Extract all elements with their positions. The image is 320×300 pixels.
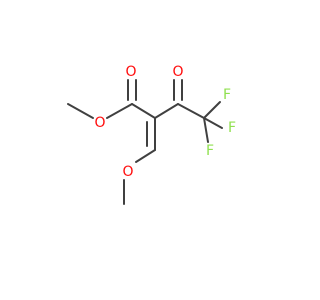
atom-f-top: F [223, 87, 231, 103]
atom-o-methoxy: O [122, 164, 133, 180]
bond-ketone-to-cf3 [177, 103, 205, 119]
bond-vinyl-to-o-methoxy [135, 149, 156, 163]
bond-o-ester-carbon [106, 103, 133, 119]
bond-c-f-bottom [203, 117, 209, 143]
atom-f-bottom: F [206, 143, 214, 159]
bond-ester-to-central [131, 103, 156, 119]
bond-c-f-right [203, 117, 223, 129]
atom-o-carbonyl-ester: O [125, 64, 136, 80]
molecule-diagram: O O O O F F F [67, 64, 237, 205]
bond-methyl-o-ester [67, 103, 94, 119]
atom-o-ketone: O [172, 64, 183, 80]
bond-c-f-top [203, 101, 221, 119]
bond-central-to-ketone [154, 103, 179, 119]
structure-drawing: O O O O F F F [67, 64, 236, 205]
atom-o-ester: O [94, 115, 105, 131]
atom-f-right: F [228, 120, 236, 136]
